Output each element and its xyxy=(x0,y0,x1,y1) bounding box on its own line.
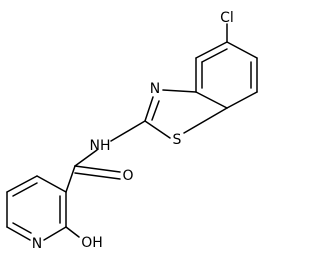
bond-carbonyl-o xyxy=(74,165,121,173)
bond-c7a-c3a xyxy=(195,91,228,109)
bond-s1-c7a xyxy=(183,107,228,134)
bond-c7-c7a xyxy=(226,91,258,109)
bond-c3a-n3 xyxy=(162,89,197,93)
bond-c3-c4 xyxy=(36,175,67,193)
chemical-structure-diagram: Cl N S NH O N OH xyxy=(6,10,258,252)
bond-c6-n1-inner xyxy=(12,222,32,234)
bond-c5-c6 xyxy=(226,41,258,59)
pyridine-nitrogen-label: N xyxy=(32,236,42,252)
bond-c4-c5-pyr xyxy=(6,175,38,193)
bond-c4-c5-pyr-inner xyxy=(12,182,38,197)
bond-n3-c2 xyxy=(144,96,154,122)
bond-nh-carbonyl xyxy=(74,149,98,167)
hydroxyl-label: OH xyxy=(81,235,103,251)
bond-n3-c2-inner xyxy=(151,100,160,121)
bond-c4-c5 xyxy=(195,41,228,59)
bond-n1-c2 xyxy=(43,226,67,241)
bond-c2-s1 xyxy=(144,120,171,139)
atom-labels: Cl N S NH O N OH xyxy=(32,10,234,252)
thiazole-nitrogen-label: N xyxy=(150,81,160,97)
bond-c2-nh xyxy=(110,120,146,142)
bond-c2-oh xyxy=(65,226,80,238)
bond-c6-n1 xyxy=(6,226,31,241)
bond-c4-c5-inner xyxy=(201,48,228,63)
bond-lines xyxy=(6,23,258,241)
carbonyl-oxygen-label: O xyxy=(122,168,133,184)
chlorine-atom-label: Cl xyxy=(220,10,234,26)
thiazole-sulfur-label: S xyxy=(173,132,182,148)
bond-carbonyl-c3 xyxy=(65,165,76,193)
amide-nh-label: NH xyxy=(90,138,111,154)
bond-carbonyl-o-inner xyxy=(74,172,121,180)
